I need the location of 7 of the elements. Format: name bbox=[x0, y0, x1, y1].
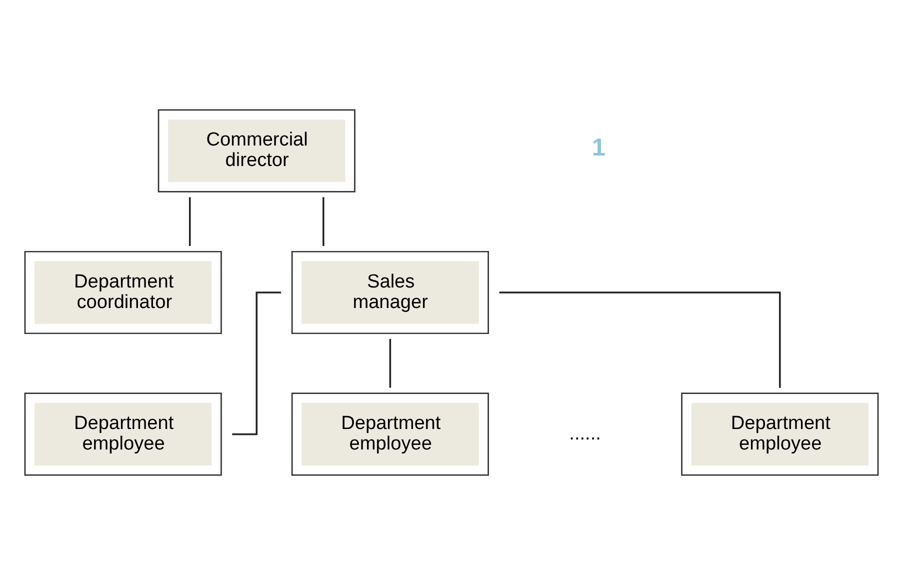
connector bbox=[322, 196, 324, 246]
connector bbox=[499, 291, 781, 388]
connector bbox=[389, 338, 392, 388]
connector bbox=[188, 196, 191, 246]
connector bbox=[232, 291, 282, 435]
label: 1 bbox=[592, 134, 606, 161]
label: ...... bbox=[569, 422, 601, 444]
